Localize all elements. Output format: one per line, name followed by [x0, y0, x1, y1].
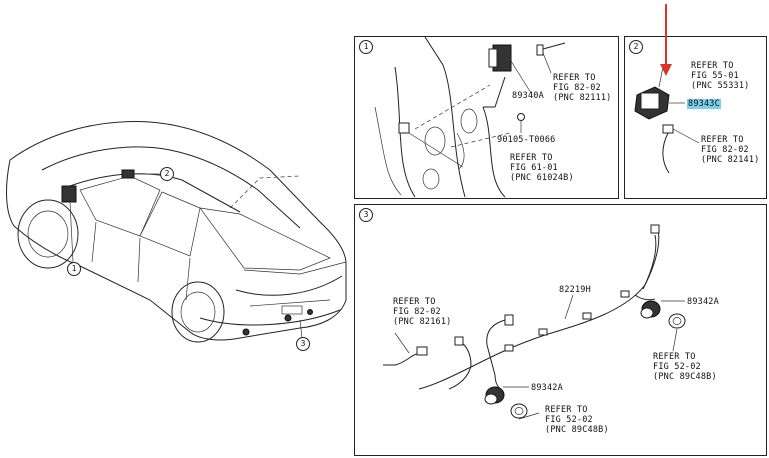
refer-to-82111[interactable]: REFER TO FIG 82-02 (PNC 82111) — [553, 73, 612, 103]
panel-2-drawing — [634, 66, 700, 174]
panel-2-number: 2 — [629, 40, 643, 54]
part-label-89340A[interactable]: 89340A — [512, 91, 544, 101]
panel-1-number: 1 — [359, 40, 373, 54]
part-number-highlight: 89343C — [687, 99, 721, 109]
callout-2[interactable]: 2 — [160, 167, 174, 181]
panel-2: 2 REFER TO FIG 55-01 (PNC 55331) 89343C … — [624, 36, 767, 199]
part-label-89343C[interactable]: 89343C — [687, 99, 721, 109]
panel-3-number: 3 — [359, 208, 373, 222]
car-illustration — [6, 120, 347, 343]
refer-to-89C48B-bottom[interactable]: REFER TO FIG 52-02 (PNC 89C48B) — [545, 405, 609, 435]
refer-to-82141[interactable]: REFER TO FIG 82-02 (PNC 82141) — [701, 135, 760, 165]
callout-1[interactable]: 1 — [67, 262, 81, 276]
part-label-90105-T0066[interactable]: 90105-T0066 — [497, 135, 556, 145]
part-label-89342A-right[interactable]: 89342A — [687, 297, 719, 307]
part-label-82219H[interactable]: 82219H — [559, 285, 591, 295]
panel-1: 1 89340A REFER TO FIG 82-02 (PNC 82111) … — [354, 36, 619, 199]
panel-3: 3 REFER TO FIG 82-02 (PNC 82161) 82219H … — [354, 204, 767, 456]
part-label-89342A-bottom[interactable]: 89342A — [531, 383, 563, 393]
callout-3[interactable]: 3 — [296, 337, 310, 351]
refer-to-61024B[interactable]: REFER TO FIG 61-01 (PNC 61024B) — [510, 153, 574, 183]
refer-to-89C48B-right[interactable]: REFER TO FIG 52-02 (PNC 89C48B) — [653, 352, 717, 382]
refer-to-82161[interactable]: REFER TO FIG 82-02 (PNC 82161) — [393, 297, 452, 327]
panel-3-drawing — [383, 224, 686, 420]
panel-1-drawing — [374, 37, 566, 198]
refer-to-55331[interactable]: REFER TO FIG 55-01 (PNC 55331) — [691, 61, 750, 91]
